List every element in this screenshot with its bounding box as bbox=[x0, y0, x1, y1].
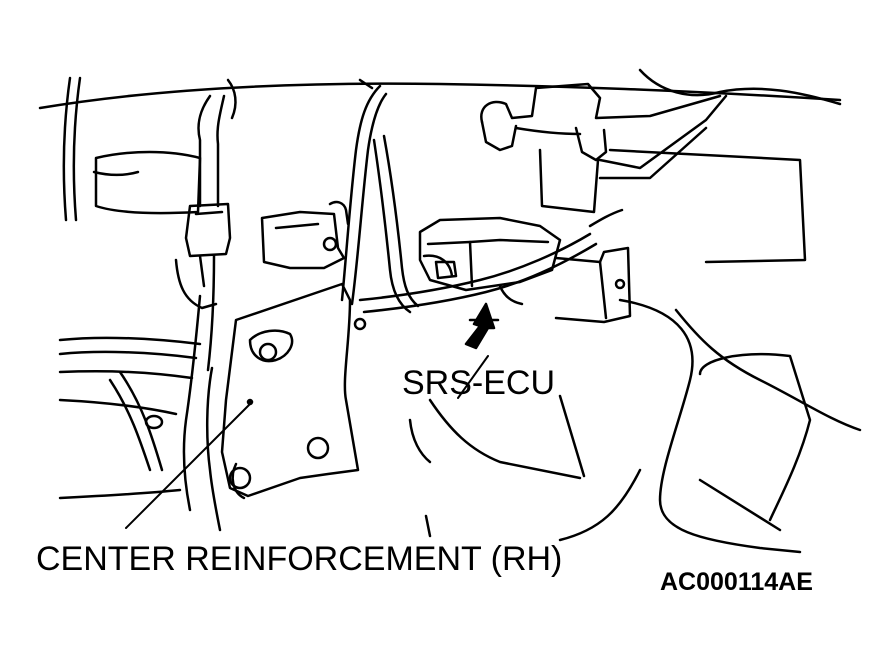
dashboard-underside bbox=[38, 68, 842, 264]
lower-left-floor bbox=[58, 336, 202, 500]
center-reinforcement-plate bbox=[220, 84, 388, 500]
srs-ecu-unit bbox=[418, 216, 632, 324]
center-reinforcement-label: CENTER REINFORCEMENT (RH) bbox=[36, 540, 563, 578]
upper-module bbox=[480, 82, 728, 214]
leader-lines bbox=[125, 355, 489, 529]
srs-ecu-label: SRS-ECU bbox=[402, 364, 556, 402]
pointer-arrow bbox=[464, 302, 500, 350]
figure-code-label: AC000114AE bbox=[660, 568, 813, 596]
left-harness bbox=[174, 94, 232, 532]
bracket-left bbox=[260, 200, 350, 270]
floor-and-console bbox=[408, 298, 862, 554]
main-harness bbox=[358, 134, 624, 314]
